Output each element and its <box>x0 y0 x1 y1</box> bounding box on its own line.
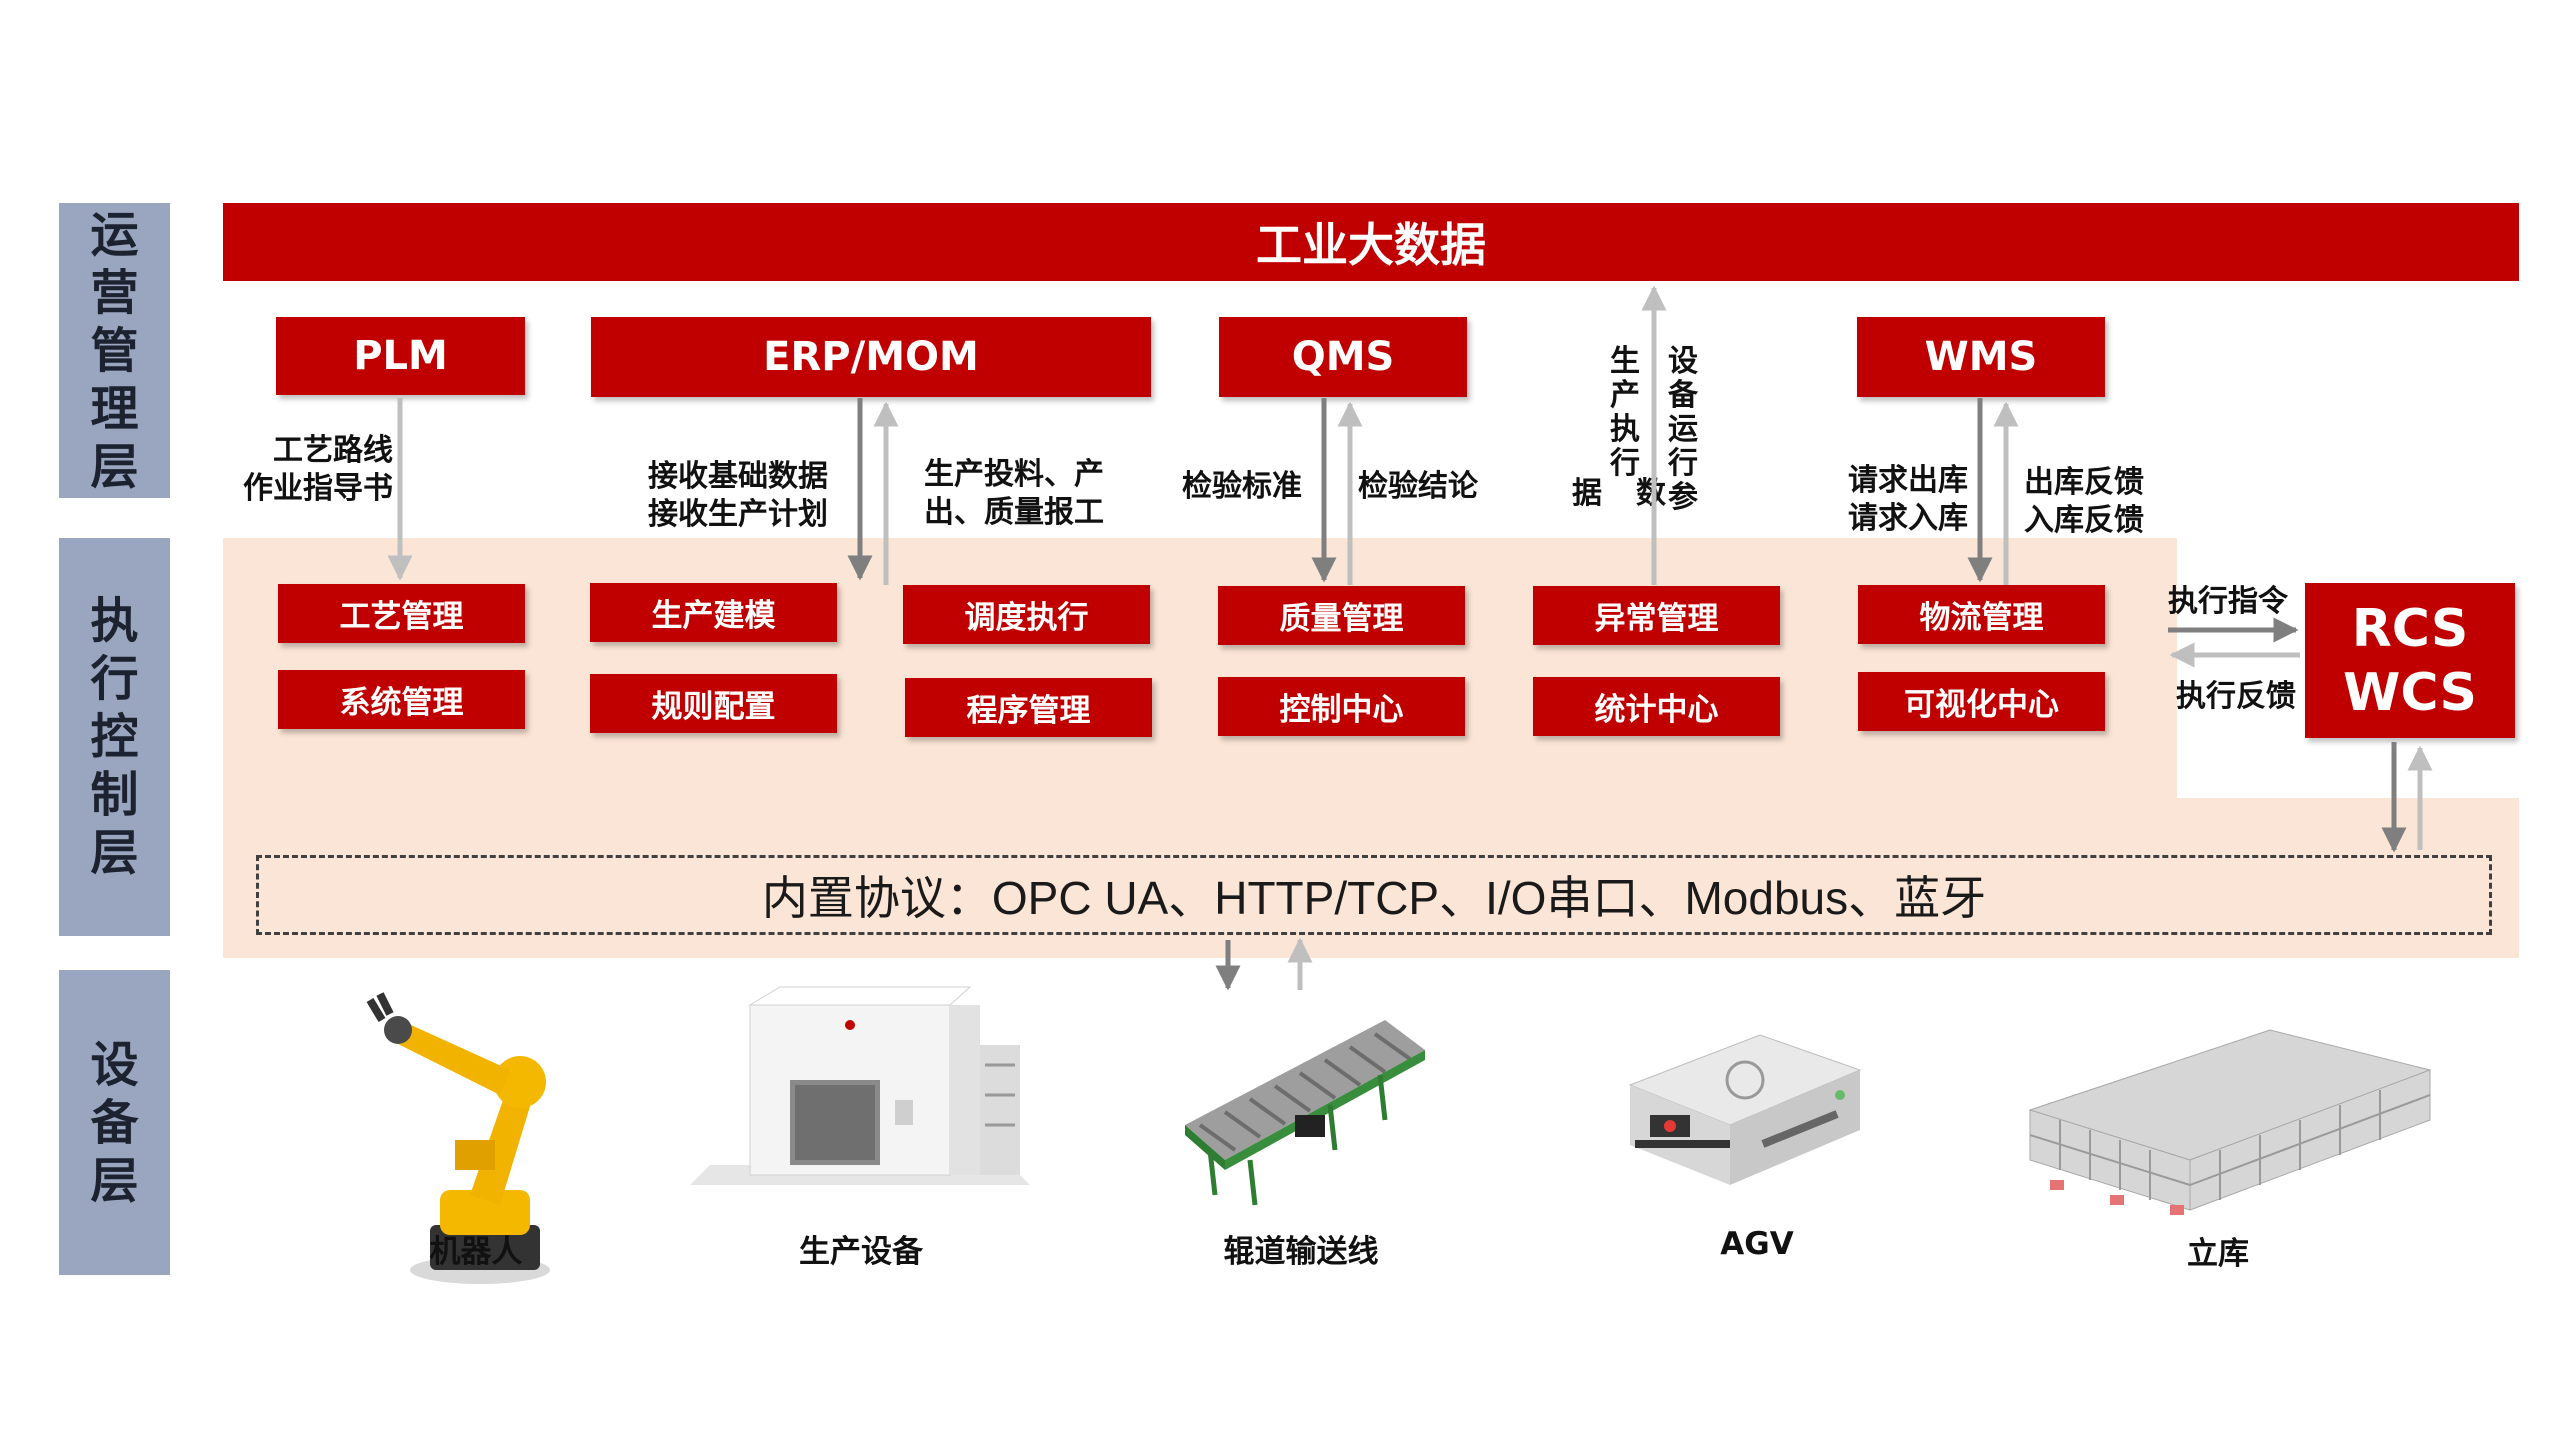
note-qms-down: 检验标准 <box>1182 469 1302 504</box>
module-control-center: 控制中心 <box>1218 677 1465 736</box>
device-label-agv: AGV <box>1720 1226 1794 1262</box>
module-statistics-center: 统计中心 <box>1533 677 1780 736</box>
wms-box: WMS <box>1857 317 2105 397</box>
note-erp-up: 生产投料、产 出、质量报工 <box>924 457 1104 530</box>
device-label-production: 生产设备 <box>799 1234 923 1270</box>
production-equipment-image <box>690 986 1030 1185</box>
module-logistics-management: 物流管理 <box>1858 585 2105 644</box>
execution-layer-background <box>223 538 2177 798</box>
note-wms-up: 出库反馈 入库反馈 <box>2024 465 2144 538</box>
module-rule-config: 规则配置 <box>590 674 837 733</box>
agv-image <box>1628 1034 1862 1185</box>
note-plm-flow: 工艺路线 作业指导书 <box>243 433 393 506</box>
robot-arm-image <box>366 992 550 1284</box>
note-anomaly-tail2: 数 <box>1636 476 1666 511</box>
note-anomaly-col2: 设备运行参 <box>1668 344 1698 515</box>
module-quality-management: 质量管理 <box>1218 586 1465 645</box>
device-label-robot: 机器人 <box>429 1234 523 1270</box>
note-erp-down: 接收基础数据 接收生产计划 <box>648 459 828 532</box>
note-rcs-feedback: 执行反馈 <box>2176 679 2296 714</box>
device-label-warehouse: 立库 <box>2187 1236 2249 1272</box>
module-production-modeling: 生产建模 <box>590 583 837 642</box>
module-program-management: 程序管理 <box>905 678 1152 737</box>
rcs-wcs-box: RCS WCS <box>2305 583 2515 738</box>
roller-conveyor-image <box>1185 1020 1425 1206</box>
note-anomaly-col1: 生产执行 <box>1610 344 1640 481</box>
module-system-management: 系统管理 <box>278 670 525 729</box>
layer-label-device: 设 备 层 <box>59 970 170 1275</box>
plm-box: PLM <box>276 317 525 395</box>
module-visual-center: 可视化中心 <box>1858 672 2105 731</box>
note-rcs-command: 执行指令 <box>2168 584 2288 619</box>
qms-box: QMS <box>1219 317 1467 397</box>
note-wms-down: 请求出库 请求入库 <box>1848 463 1968 536</box>
device-label-conveyor: 辊道输送线 <box>1223 1234 1379 1270</box>
industrial-big-data-bar: 工业大数据 <box>223 203 2519 281</box>
layer-label-operations: 运 营 管 理 层 <box>59 203 170 498</box>
rcs-label: RCS <box>2351 598 2469 659</box>
protocol-box: 内置协议：OPC UA、HTTP/TCP、I/O串口、Modbus、蓝牙 <box>256 855 2492 935</box>
module-anomaly-management: 异常管理 <box>1533 586 1780 645</box>
module-dispatch-execution: 调度执行 <box>903 585 1150 644</box>
layer-label-execution: 执 行 控 制 层 <box>59 538 170 936</box>
note-qms-up: 检验结论 <box>1358 469 1478 504</box>
module-craft-management: 工艺管理 <box>278 584 525 643</box>
warehouse-rack-image <box>2028 1029 2432 1215</box>
execution-layer-background-lower <box>223 798 2519 958</box>
erp-mom-box: ERP/MOM <box>591 317 1151 397</box>
note-anomaly-tail: 据 <box>1572 476 1602 511</box>
wcs-label: WCS <box>2343 662 2477 723</box>
protocol-text: 内置协议：OPC UA、HTTP/TCP、I/O串口、Modbus、蓝牙 <box>761 872 1987 924</box>
